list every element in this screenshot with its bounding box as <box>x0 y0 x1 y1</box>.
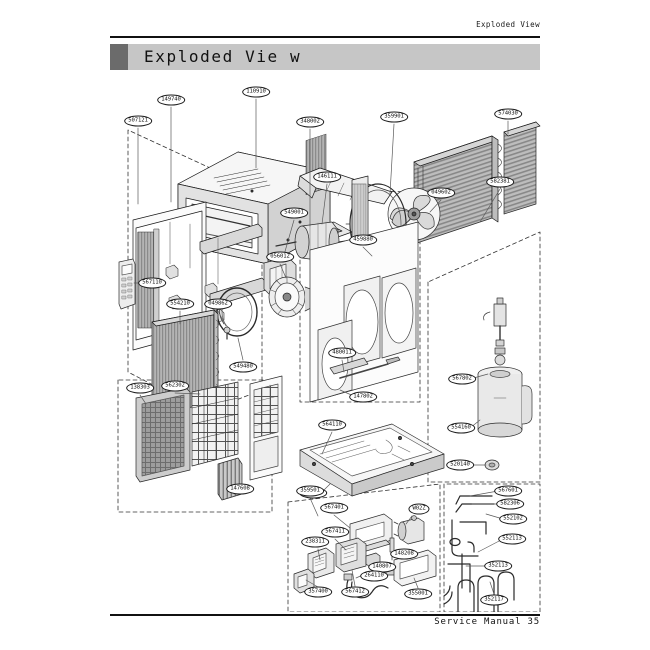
callout-bubble[interactable]: 049602 <box>427 187 455 199</box>
callout-bubble[interactable]: 567802 <box>448 373 476 385</box>
title-swatch <box>110 44 128 70</box>
callout-bubble[interactable]: 520140 <box>446 459 474 471</box>
callout-bubble[interactable]: 564110 <box>318 419 346 431</box>
callout-bubble[interactable]: 552102 <box>499 513 527 525</box>
callout-bubble[interactable]: 582306 <box>496 498 524 510</box>
callout-bubble[interactable]: 149740 <box>157 94 185 106</box>
callout-bubble[interactable]: 147608 <box>226 483 254 495</box>
page-title: Exploded Vie w <box>144 47 302 66</box>
callout-bubble[interactable]: 357400 <box>304 586 332 598</box>
callout-bubble[interactable]: 264110 <box>360 570 388 582</box>
header-rule <box>110 36 540 38</box>
callout-bubble[interactable]: 549001 <box>280 207 308 219</box>
callout-bubble[interactable]: 359501 <box>296 485 324 497</box>
callout-bubble[interactable]: 459880 <box>349 234 377 246</box>
callout-bubble[interactable]: 549480 <box>229 361 257 373</box>
running-head-text: Exploded View <box>476 20 540 29</box>
callout-bubble[interactable]: 507121 <box>124 115 152 127</box>
callout-bubble[interactable]: 049862 <box>204 298 232 310</box>
callout-bubble[interactable]: 567401 <box>320 502 348 514</box>
footer-text: Service Manual 35 <box>434 617 540 627</box>
callout-bubble[interactable]: 554210 <box>166 298 194 310</box>
callout-bubble[interactable]: 359901 <box>380 111 408 123</box>
callout-bubble[interactable]: 567411 <box>321 526 349 538</box>
callout-bubble[interactable]: 110910 <box>242 86 270 98</box>
callout-bubble[interactable]: 148208 <box>390 548 418 560</box>
callout-bubble[interactable]: 554160 <box>447 422 475 434</box>
callout-bubble[interactable]: 480011 <box>328 347 356 359</box>
callout-bubble[interactable]: 352113 <box>484 560 512 572</box>
exploded-view-diagram: 507121 149740 110910 348002 359901 57403… <box>0 72 650 612</box>
callout-bubble[interactable]: 552113 <box>498 533 526 545</box>
page-title-bar: Exploded Vie w <box>110 44 540 70</box>
callout-bubble[interactable]: 574030 <box>494 108 522 120</box>
callout-bubble[interactable]: 567412 <box>341 586 369 598</box>
callout-bubble[interactable]: 238311 <box>301 536 329 548</box>
callout-bubble[interactable]: 056012 <box>266 251 294 263</box>
callout-bubble[interactable]: 567601 <box>494 485 522 497</box>
callout-bubble[interactable]: 562302 <box>161 380 189 392</box>
diagram-artwork <box>117 98 541 612</box>
callout-bubble[interactable]: 146111 <box>313 171 341 183</box>
callout-bubble[interactable]: 147802 <box>349 391 377 403</box>
callout-bubble[interactable]: 352117 <box>480 594 508 606</box>
callout-bubble[interactable]: 138303 <box>126 382 154 394</box>
running-head: Exploded View <box>110 20 540 42</box>
callout-bubble[interactable]: 567110 <box>138 277 166 289</box>
callout-bubble[interactable]: 348002 <box>296 116 324 128</box>
callout-bubble[interactable]: 582381 <box>486 176 514 188</box>
footer-rule <box>110 614 540 616</box>
callout-bubble[interactable]: W02Z <box>408 503 430 515</box>
callout-bubble[interactable]: 355001 <box>404 588 432 600</box>
